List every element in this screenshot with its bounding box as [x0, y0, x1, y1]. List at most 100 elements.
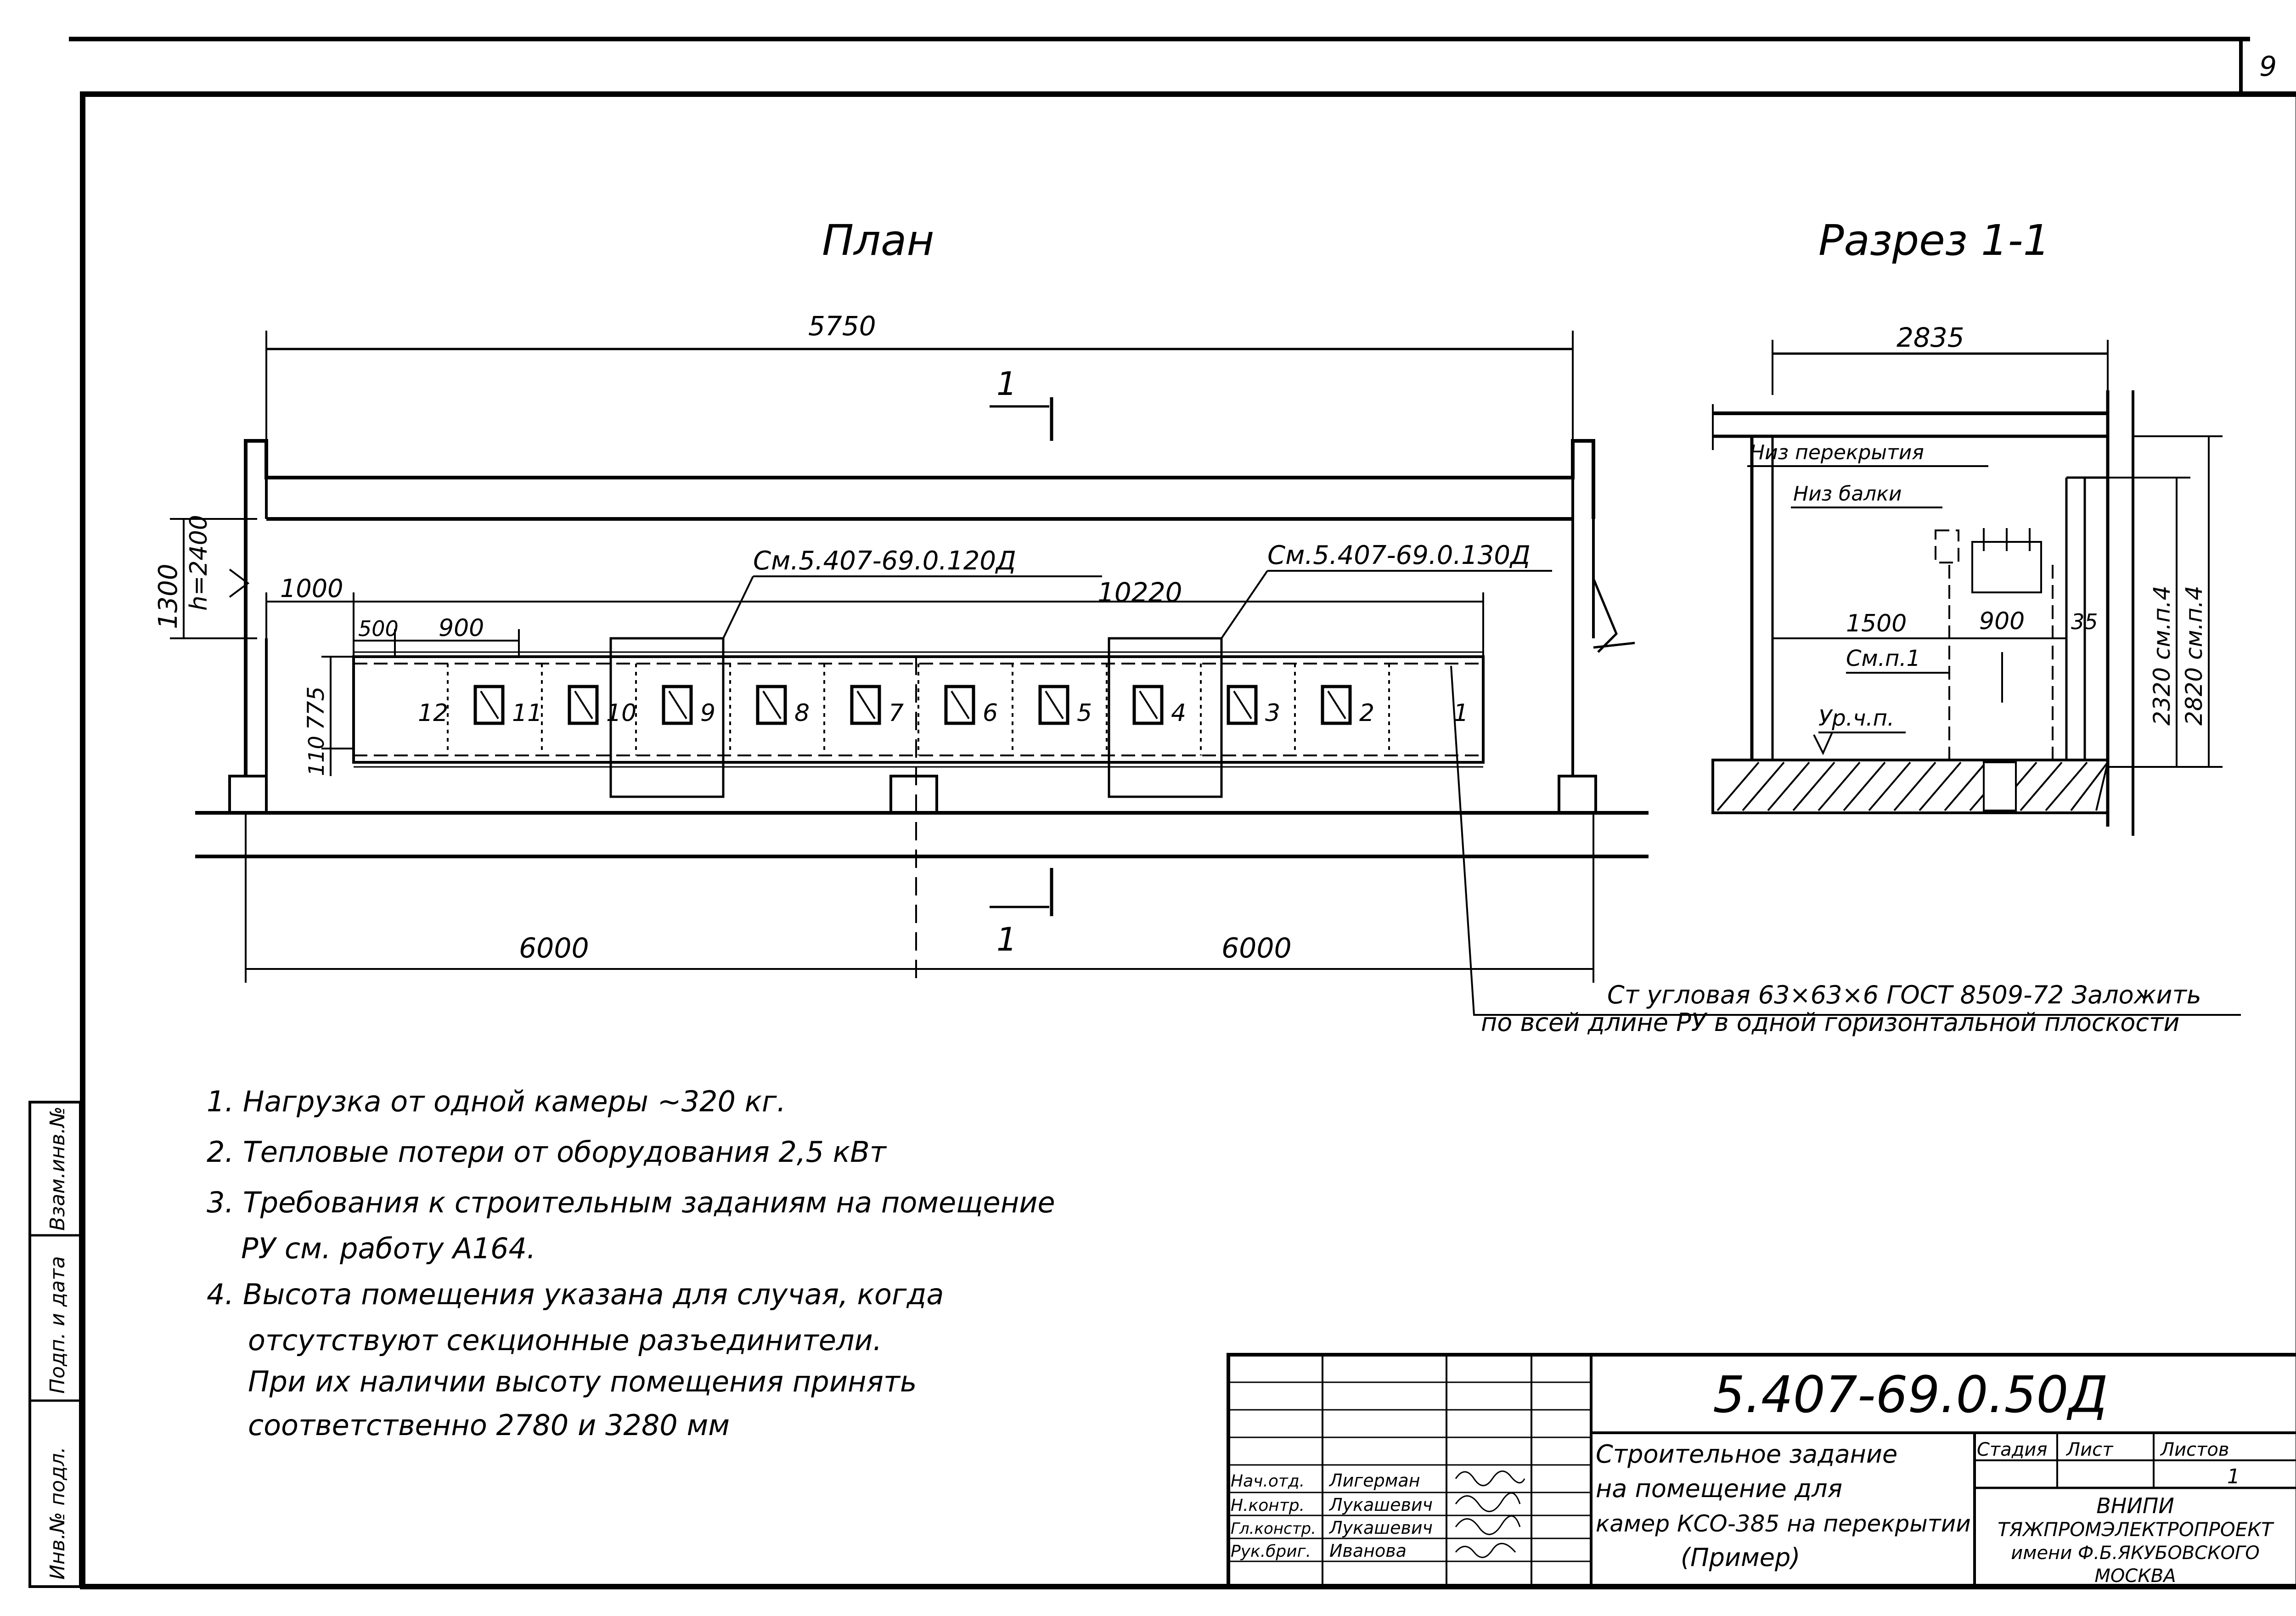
- plan-dim-span-left: 6000: [519, 932, 589, 964]
- cell-number: 1: [1453, 699, 1469, 727]
- cell-number: 9: [700, 699, 715, 727]
- hatch-line: [2020, 761, 2063, 811]
- cell-device: [850, 685, 881, 725]
- cell-number: 3: [1265, 699, 1280, 727]
- side-stamp: Инв.№ подл. Подп. и дата Взам.инв.№: [28, 1101, 82, 1588]
- plan-dim-cell-first: 500: [358, 616, 399, 641]
- cell-device: [944, 685, 975, 725]
- note-3-cont: РУ см. работу А164.: [241, 1232, 536, 1265]
- section-height-b: 2820 см.п.4: [2181, 586, 2207, 726]
- cell-number: 7: [889, 699, 904, 727]
- org-line-1: ВНИПИ: [2096, 1493, 2174, 1518]
- section-label-beam: Низ балки: [1793, 482, 1902, 506]
- cell-number: 8: [794, 699, 810, 727]
- section-dim-width: 2835: [1896, 322, 1964, 353]
- signer-name-3: Лукашевич: [1328, 1518, 1433, 1538]
- hatch-line: [1843, 761, 1886, 811]
- signer-role-3: Гл.констр.: [1231, 1520, 1316, 1538]
- page-number: 9: [2259, 51, 2277, 83]
- hatch-line: [1716, 761, 1760, 811]
- note-3: 3. Требования к строительным заданиям на…: [207, 1186, 1055, 1219]
- angle-note-line1: Ст угловая 63×63×6 ГОСТ 8509-72 Заложить: [1607, 980, 2201, 1009]
- cell-device: [1321, 685, 1352, 725]
- cell-device: [1227, 685, 1258, 725]
- signer-name-4: Иванова: [1329, 1541, 1407, 1561]
- section-label-slab: Низ перекрытия: [1750, 441, 1924, 464]
- side-stamp-inv: Инв.№ подл.: [46, 1447, 69, 1580]
- cell-device: [662, 685, 693, 725]
- title-line-1: Строительное задание: [1596, 1440, 1897, 1469]
- hatch-line: [1742, 761, 1785, 811]
- cell-number: 11: [512, 699, 542, 727]
- signatures: [1455, 1470, 1525, 1558]
- col-sheet: Лист: [2065, 1439, 2114, 1460]
- cell-number: 4: [1171, 699, 1186, 727]
- doc-number: 5.407-69.0.50Д: [1713, 1365, 2108, 1424]
- plan-dim-height-note: h=2400: [185, 515, 213, 611]
- cell-device: [568, 685, 599, 725]
- section-dim-b: 900: [1979, 608, 2025, 635]
- cell-device-mark: [1139, 690, 1158, 720]
- note-4-cont1: отсутствуют секционные разъединители.: [248, 1323, 882, 1357]
- plan-dim-span-right: 6000: [1221, 932, 1292, 964]
- section-floor-level: Ур.ч.п.: [1818, 705, 1894, 731]
- hatch-line: [1767, 761, 1810, 811]
- signer-name-1: Лигерман: [1328, 1470, 1420, 1491]
- section-view: Разрез 1-1 2835 Низ перекрытия Низ балки…: [1711, 216, 2223, 836]
- cell-device-mark: [1045, 690, 1064, 720]
- plan-section-mark-bottom: 1: [996, 921, 1017, 958]
- cell-number: 5: [1077, 699, 1092, 727]
- hatch-line: [2070, 761, 2109, 811]
- section-title: Разрез 1-1: [1818, 216, 2050, 265]
- cell-device-mark: [1327, 690, 1346, 720]
- hatch-line: [2095, 762, 2109, 811]
- sheet-frame: 9: [69, 37, 2296, 1589]
- plan-dim-cell-width: 900: [439, 614, 484, 642]
- plan-title: План: [822, 216, 934, 265]
- plan-dim-row-depth: 775: [303, 687, 329, 730]
- hatch-line: [1792, 761, 1835, 811]
- section-dim-c: 35: [2071, 609, 2098, 634]
- signer-role-1: Нач.отд.: [1231, 1472, 1305, 1491]
- title-line-2: на помещение для: [1596, 1474, 1842, 1503]
- col-stage: Стадия: [1977, 1439, 2047, 1460]
- plan-dim-row-length: 10220: [1097, 577, 1182, 608]
- title-line-3: камер КСО-385 на перекрытии: [1596, 1510, 1971, 1537]
- plan-view: План 5750 1 1300 h=2400: [153, 216, 2241, 1016]
- cell-number: 2: [1359, 699, 1374, 727]
- cell-device: [1038, 685, 1069, 725]
- cell-device-mark: [951, 690, 970, 720]
- plan-ref-130: См.5.407-69.0.130Д: [1267, 541, 1531, 570]
- cell-device-mark: [574, 690, 593, 720]
- org-line-3: имени Ф.Б.ЯКУБОВСКОГО: [2011, 1543, 2259, 1564]
- plan-dim-overall: 5750: [808, 310, 876, 342]
- side-stamp-replace: Взам.инв.№: [46, 1106, 69, 1231]
- hatch-line: [1818, 761, 1861, 811]
- cell-device: [756, 685, 787, 725]
- cell-device-mark: [856, 690, 876, 720]
- plan-dim-offset: 1000: [280, 574, 343, 603]
- signer-name-2: Лукашевич: [1328, 1495, 1433, 1515]
- org-block: ВНИПИ ТЯЖПРОМЭЛЕКТРОПРОЕКТ имени Ф.Б.ЯКУ…: [1998, 1493, 2274, 1587]
- hatch-line: [1868, 761, 1911, 811]
- angle-note-line2: по всей длине РУ в одной горизонтальной …: [1481, 1008, 2180, 1037]
- hatch-line: [1944, 761, 1987, 811]
- floor-hatch: [1716, 761, 2109, 811]
- sheets-value: 1: [2227, 1465, 2240, 1488]
- cell-device-mark: [480, 690, 499, 720]
- note-4-cont3: соответственно 2780 и 3280 мм: [248, 1408, 730, 1442]
- signer-role-4: Рук.бриг.: [1231, 1542, 1311, 1561]
- note-2: 2. Тепловые потери от оборудования 2,5 к…: [207, 1135, 887, 1169]
- plan-ref-120: См.5.407-69.0.120Д: [753, 546, 1016, 576]
- title-line-4: (Пример): [1681, 1543, 1800, 1572]
- org-line-2: ТЯЖПРОМЭЛЕКТРОПРОЕКТ: [1998, 1518, 2274, 1541]
- cell-device: [473, 685, 505, 725]
- notes-block: 1. Нагрузка от одной камеры ~320 кг. 2. …: [207, 1085, 1055, 1442]
- plan-section-mark-top: 1: [996, 365, 1017, 403]
- cell-device: [1132, 685, 1164, 725]
- side-stamp-sign: Подп. и дата: [46, 1256, 69, 1394]
- title-block: Нач.отд. Лигерман Н.контр. Лукашевич Гл.…: [1227, 1353, 2296, 1588]
- note-4-cont2: При их наличии высоту помещения принять: [248, 1365, 917, 1398]
- section-see-p1: См.п.1: [1846, 646, 1920, 671]
